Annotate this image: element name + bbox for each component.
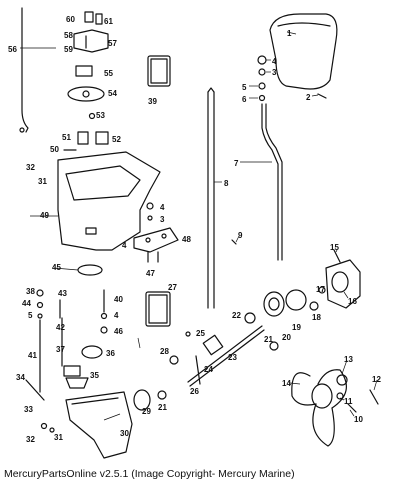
part-label-60: 60 [66, 15, 75, 24]
part-label-31b: 31 [54, 433, 63, 442]
part-label-6: 6 [242, 95, 247, 104]
part-label-8: 8 [224, 179, 229, 188]
part-label-20: 20 [282, 333, 291, 342]
part-label-28: 28 [160, 347, 169, 356]
part-label-21a: 21 [264, 335, 273, 344]
part-label-57: 57 [108, 39, 117, 48]
part-label-58: 58 [64, 31, 73, 40]
diagram-drawing [19, 7, 379, 459]
part-label-56: 56 [8, 45, 17, 54]
part-label-51: 51 [62, 133, 71, 142]
part-label-9: 9 [238, 231, 243, 240]
part-label-4c: 4 [122, 241, 127, 250]
part-label-37: 37 [56, 345, 65, 354]
part-label-55: 55 [104, 69, 113, 78]
part-label-33: 33 [24, 405, 33, 414]
part-label-13: 13 [344, 355, 353, 364]
part-label-35: 35 [90, 371, 99, 380]
exploded-parts-diagram: 1 2 3 4 5 6 7 8 9 10 11 12 13 14 15 16 1… [8, 7, 381, 459]
part-label-16: 16 [348, 297, 357, 306]
part-label-4d: 4 [114, 311, 119, 320]
part-label-3: 3 [272, 68, 277, 77]
part-label-44: 44 [22, 299, 31, 308]
part-label-25: 25 [196, 329, 205, 338]
part-label-52: 52 [112, 135, 121, 144]
part-label-43: 43 [58, 289, 67, 298]
part-label-41: 41 [28, 351, 37, 360]
part-label-47: 47 [146, 269, 155, 278]
part-label-5b: 5 [28, 311, 33, 320]
part-label-30: 30 [120, 429, 129, 438]
part-label-3b: 3 [160, 215, 165, 224]
part-label-27: 27 [168, 283, 177, 292]
part-label-29: 29 [142, 407, 151, 416]
part-label-50: 50 [50, 145, 59, 154]
part-label-21b: 21 [158, 403, 167, 412]
part-label-53: 53 [96, 111, 105, 120]
part-label-2: 2 [306, 93, 311, 102]
part-label-48: 48 [182, 235, 191, 244]
part-label-15: 15 [330, 243, 339, 252]
part-label-7: 7 [234, 159, 239, 168]
part-label-19: 19 [292, 323, 301, 332]
part-label-14: 14 [282, 379, 291, 388]
part-label-4: 4 [272, 57, 277, 66]
part-label-46: 46 [114, 327, 123, 336]
part-label-32b: 32 [26, 435, 35, 444]
part-label-4b: 4 [160, 203, 165, 212]
part-label-36: 36 [106, 349, 115, 358]
part-label-11: 11 [344, 397, 353, 406]
part-label-18: 18 [312, 313, 321, 322]
part-label-34: 34 [16, 373, 25, 382]
part-label-42: 42 [56, 323, 65, 332]
part-label-12: 12 [372, 375, 381, 384]
part-label-24: 24 [204, 365, 213, 374]
part-label-59: 59 [64, 45, 73, 54]
leader-lines [20, 31, 378, 421]
part-label-49: 49 [40, 211, 49, 220]
part-label-17: 17 [316, 285, 325, 294]
part-label-1: 1 [287, 29, 292, 38]
image-caption: MercuryPartsOnline v2.5.1 (Image Copyrig… [4, 468, 295, 480]
part-label-10: 10 [354, 415, 363, 424]
part-label-5: 5 [242, 83, 247, 92]
part-label-31a: 31 [38, 177, 47, 186]
part-label-23: 23 [228, 353, 237, 362]
part-label-26: 26 [190, 387, 199, 396]
part-number-labels: 1 2 3 4 5 6 7 8 9 10 11 12 13 14 15 16 1… [8, 15, 381, 444]
part-label-40: 40 [114, 295, 123, 304]
part-label-39: 39 [148, 97, 157, 106]
part-label-54: 54 [108, 89, 117, 98]
part-label-32a: 32 [26, 163, 35, 172]
part-label-61: 61 [104, 17, 113, 26]
part-label-38: 38 [26, 287, 35, 296]
part-label-45: 45 [52, 263, 61, 272]
part-label-22: 22 [232, 311, 241, 320]
